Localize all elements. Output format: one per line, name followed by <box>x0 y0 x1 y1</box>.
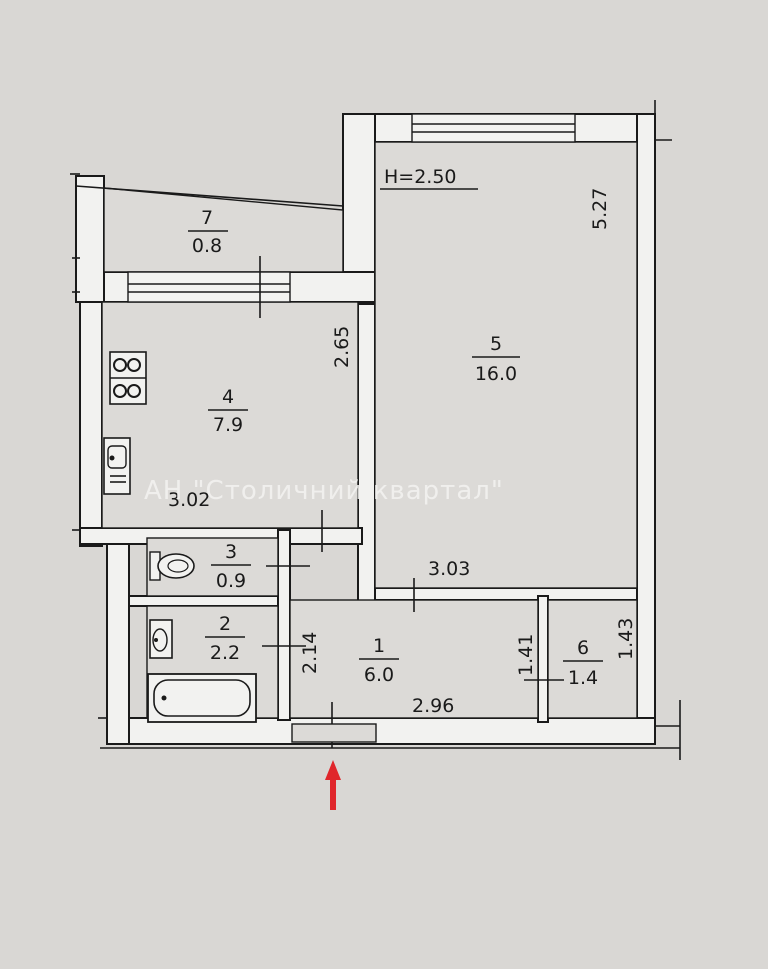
room-7-number: 7 <box>201 207 213 229</box>
room-3-area: 0.9 <box>216 570 246 592</box>
dim-room5-height: 5.27 <box>589 188 611 230</box>
room-7-area: 0.8 <box>192 235 222 257</box>
room-4-number: 4 <box>222 386 234 408</box>
stove-icon <box>109 351 147 405</box>
room-1-area: 6.0 <box>364 664 394 686</box>
kitchen-sink-icon <box>103 437 131 495</box>
washbasin-icon <box>149 619 173 659</box>
room-6-number: 6 <box>577 637 589 659</box>
room-4-area: 7.9 <box>213 414 243 436</box>
door-marks <box>259 256 564 748</box>
dim-room5-width: 3.03 <box>428 558 470 580</box>
toilet-icon <box>149 551 195 581</box>
watermark: АН "Столичний квартал" <box>144 476 504 506</box>
balcony-railing <box>75 185 344 207</box>
dimension-lines <box>70 100 681 760</box>
room-3-number: 3 <box>225 541 237 563</box>
room-5-area: 16.0 <box>475 363 517 385</box>
dim-room4-height: 2.65 <box>331 326 353 368</box>
room-6-area: 1.4 <box>568 667 598 689</box>
dim-room4-width: 3.02 <box>168 489 210 511</box>
dim-room2-height: 2.14 <box>299 632 321 674</box>
dimension-labels: 5.27 2.65 3.02 3.03 2.14 2.96 1.41 1.43 <box>168 188 637 717</box>
bathtub-icon <box>147 673 257 723</box>
room-fills <box>101 141 638 719</box>
entrance-arrow-icon <box>325 760 341 810</box>
room-labels: 7 0.8 4 7.9 5 16.0 3 0.9 2 2.2 1 6.0 6 1… <box>188 207 603 689</box>
room-2-area: 2.2 <box>210 642 240 664</box>
room-2-number: 2 <box>219 613 231 635</box>
windows <box>127 113 576 303</box>
ceiling-height: H=2.50 <box>384 166 457 188</box>
room-5-number: 5 <box>490 333 502 355</box>
dim-room6-height: 1.43 <box>615 618 637 660</box>
dim-room1-height: 1.41 <box>515 634 537 676</box>
room-1-number: 1 <box>373 635 385 657</box>
dim-room1-width: 2.96 <box>412 695 454 717</box>
